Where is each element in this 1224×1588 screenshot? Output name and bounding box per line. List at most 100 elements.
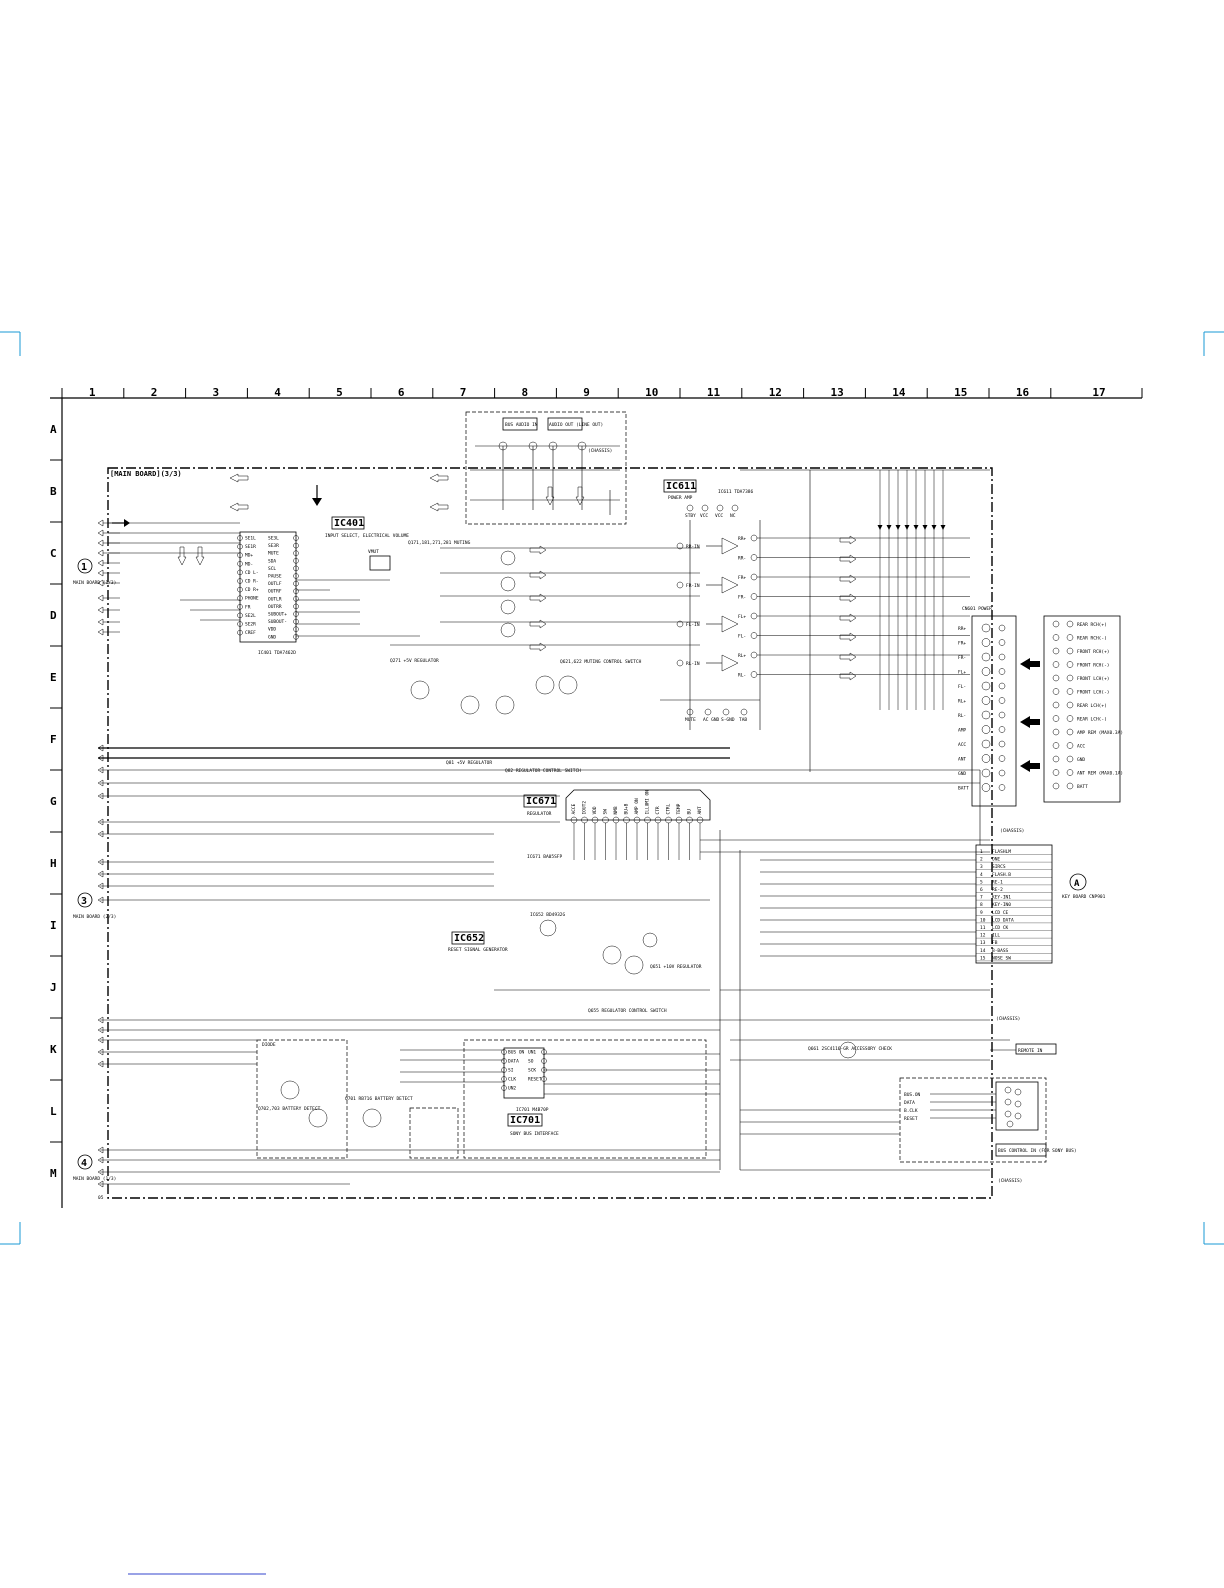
hollow-arrow-mid-2	[529, 593, 547, 603]
harness-label-7: REAR LCH(-)	[1077, 717, 1107, 723]
ic671-tag	[523, 794, 557, 808]
column-label-2: 2	[151, 386, 158, 399]
ic401-pin-label-r3: SDA	[268, 558, 276, 564]
q701-label: Q701 RB716 BATTERY DETECT	[345, 1096, 413, 1102]
chassis-label-top: (CHASSIS)	[588, 448, 612, 454]
ic401-pin-l7	[237, 595, 243, 601]
cn601-pin-6	[981, 710, 991, 720]
ic652-title: IC652	[454, 933, 484, 944]
row-label-D: D	[50, 609, 57, 622]
ic611-pin-1	[701, 504, 709, 512]
column-label-3: 3	[213, 386, 220, 399]
ic611-out-pin-3	[750, 593, 758, 600]
ic401-pin-label-r4: SCL	[268, 566, 276, 572]
ic671-pin-label-1: IOUT2	[582, 801, 588, 815]
ic701-pin-label-4: UN2	[508, 1086, 516, 1092]
cn601-pin-r-6	[998, 711, 1006, 719]
ic611-pin-7	[740, 708, 748, 716]
vmut-label: VMUT	[368, 549, 379, 555]
harness-label-3: FRONT RCH(-)	[1077, 663, 1110, 669]
key-pin-label-0: FLASHLM	[992, 849, 1011, 855]
ic401-pin-label-r12: VDD	[268, 627, 276, 633]
cn601-pin-r-3	[998, 668, 1006, 675]
cn601-pin-label-0: RR+	[958, 626, 966, 632]
ic401-pin-l5	[237, 578, 243, 584]
key-pin-label-4: RE-1	[992, 879, 1003, 885]
column-label-15: 15	[954, 386, 967, 399]
ic401-pin-label-l4: CD L-	[245, 570, 259, 576]
column-label-4: 4	[274, 386, 281, 399]
ic611-out-pin-6	[750, 651, 758, 659]
hollow-arrow-vert-2	[545, 486, 555, 506]
q82-label: Q82 REGULATOR CONTROL SWITCH	[505, 768, 581, 774]
ic611-pin-2	[716, 504, 724, 512]
diode-bank	[877, 470, 946, 710]
ic611-out-pin-0	[750, 534, 758, 542]
ic701-pin-label-6: SO	[528, 1059, 534, 1065]
column-label-7: 7	[460, 386, 467, 399]
key-pin-num-1: 2	[980, 857, 983, 863]
cn601-pin-11	[981, 783, 991, 792]
hollow-arrow-out-2	[839, 574, 857, 584]
ic701-pin-5	[541, 1049, 547, 1055]
ic401-pin-r13	[293, 634, 299, 640]
power-arrow-2	[1020, 760, 1040, 772]
harness-pin-r-12	[1066, 782, 1074, 790]
ic401-pin-label-l2: MD+	[245, 553, 253, 559]
ic401-pin-label-l5: CD R-	[245, 579, 259, 585]
bottom-note: 05	[98, 1195, 104, 1201]
ic701-pin-3	[501, 1076, 507, 1082]
hollow-arrow-left-3	[429, 502, 449, 512]
harness-pin-r-9	[1066, 742, 1074, 749]
left-pin-0	[97, 519, 104, 527]
sheet-ref-3-num: 3	[81, 896, 87, 907]
ic401-pin-r12	[293, 626, 299, 632]
ic401-pin-label-l9: SE2L	[245, 613, 256, 619]
ic401-block: IC401 INPUT SELECT, ELECTRICAL VOLUME IC…	[108, 485, 420, 656]
hollow-arrow-out-6	[839, 652, 857, 662]
power-connector: CN601 POWER RR+FR+FR-FL+FL-RL+RL-AMPACCA…	[958, 606, 1123, 834]
row-label-H: H	[50, 857, 57, 870]
ic401-pin-r6	[293, 580, 299, 587]
bus-pin-1	[1014, 1088, 1022, 1096]
key-pin-label-11: ILL	[992, 933, 1000, 939]
key-pin-num-13: 14	[980, 948, 986, 954]
ic401-pin-label-r9: OUTRR	[268, 604, 282, 610]
row-label-M: M	[50, 1167, 57, 1180]
ic401-part: IC401 TDA7462D	[258, 650, 296, 656]
harness-pin-r-11	[1066, 769, 1074, 776]
crop-marks	[0, 331, 1224, 1575]
muting-block: Q171,181,271,281 MUTING Q621,622 MUTING …	[390, 540, 700, 695]
cn601-pin-label-5: RL+	[958, 699, 966, 705]
bus-pin-6	[1006, 1120, 1014, 1128]
signal-arrows	[177, 473, 857, 681]
harness-label-4: FRONT LCH(+)	[1077, 676, 1110, 682]
power-arrow-1	[1020, 716, 1040, 728]
row-label-K: K	[50, 1043, 57, 1056]
q702-label: Q702,703 BATTERY DETECT	[258, 1106, 321, 1112]
harness-pin-l-1	[1052, 634, 1060, 641]
bus-audio-block: BUS AUDIO IN AUDIO OUT (LINE OUT) (CHASS…	[465, 411, 627, 525]
cn601-pin-label-2: FR-	[958, 655, 966, 661]
ic701-pin-6	[541, 1058, 547, 1064]
column-label-13: 13	[831, 386, 844, 399]
power-harness	[1043, 615, 1121, 803]
key-pin-num-11: 12	[980, 933, 986, 939]
ic401-pin-r0	[293, 535, 299, 541]
ic401-pin-r10	[293, 611, 299, 617]
cn601-pin-9	[981, 754, 991, 763]
column-label-10: 10	[645, 386, 658, 399]
key-pin-label-13: B-BASS	[992, 948, 1009, 954]
key-pin-label-2: SIRCS	[992, 864, 1006, 870]
ic671-pin-label-4: NMB	[613, 806, 619, 814]
ic401-pin-l4	[237, 569, 243, 576]
ic401-desc: INPUT SELECT, ELECTRICAL VOLUME	[325, 533, 409, 539]
ic652-desc: RESET SIGNAL GENERATOR	[448, 947, 508, 953]
key-pin-num-3: 4	[980, 872, 983, 878]
diode-4	[913, 525, 919, 530]
ic611-out-pin-5	[750, 632, 758, 639]
q655-label: Q655 REGULATOR CONTROL SWITCH	[588, 1008, 667, 1014]
hollow-arrow-vert-1	[195, 546, 205, 566]
hollow-arrow-vert-3	[575, 486, 585, 506]
